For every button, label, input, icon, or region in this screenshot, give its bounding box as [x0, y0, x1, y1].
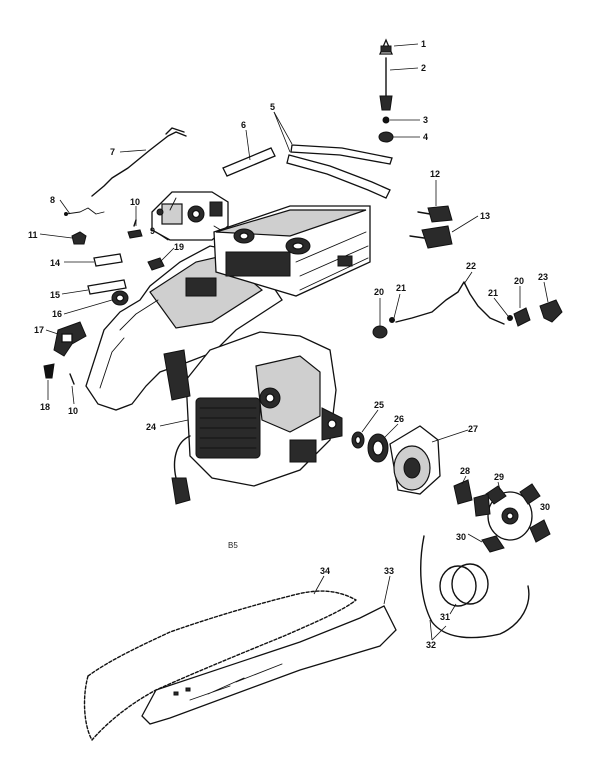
- callout-16: 16: [52, 309, 62, 319]
- callout-labels: 1 2 3 4 5 6 7 8 10 11 14 19 15 16 17 18 …: [28, 39, 550, 650]
- callout-30-left: 30: [456, 532, 466, 542]
- part-31-rings: [439, 563, 489, 607]
- part-15-tube: [87, 279, 127, 295]
- part-21-clamp-right: [507, 315, 513, 321]
- callout-31: 31: [440, 612, 450, 622]
- callout-10-upper: 10: [130, 197, 140, 207]
- callout-19: 19: [174, 242, 184, 252]
- part-10-pin: [69, 373, 75, 385]
- callout-14: 14: [50, 258, 60, 268]
- callout-34: 34: [320, 566, 330, 576]
- callout-2: 2: [421, 63, 426, 73]
- part-5-hose-long: [286, 144, 393, 199]
- air-box-housing: [213, 205, 371, 297]
- part-18-screw: [43, 363, 55, 379]
- callout-23: 23: [538, 272, 548, 282]
- carburetor: [151, 191, 229, 241]
- part-33-guide-bar: [141, 605, 397, 725]
- callout-13: 13: [480, 211, 490, 221]
- part-28-bushing: [453, 479, 473, 505]
- part-26-bearing: [367, 433, 389, 463]
- callout-3: 3: [423, 115, 428, 125]
- part-4-nut: [378, 131, 394, 143]
- callout-33: 33: [384, 566, 394, 576]
- callout-10-lower: 10: [68, 406, 78, 416]
- engine-block: [163, 331, 343, 505]
- part-32-cover: [420, 535, 530, 639]
- part-2-stud: [379, 57, 393, 111]
- part-9-screw: [127, 219, 143, 239]
- part-7-throttle-rod: [91, 127, 187, 197]
- callout-26: 26: [394, 414, 404, 424]
- part-16-grommet: [111, 290, 129, 306]
- callout-6: 6: [241, 120, 246, 130]
- part-12-valve: [417, 205, 453, 223]
- callout-15: 15: [50, 290, 60, 300]
- leader-lines: [39, 43, 549, 641]
- part-22-oil-line: [395, 281, 505, 325]
- callout-4: 4: [423, 132, 428, 142]
- part-23-elbow: [539, 299, 563, 323]
- callout-29: 29: [494, 472, 504, 482]
- callout-30-right: 30: [540, 502, 550, 512]
- part-8-link: [64, 207, 105, 216]
- callout-25: 25: [374, 400, 384, 410]
- part-6-tube: [222, 147, 276, 177]
- callout-21-left: 21: [396, 283, 406, 293]
- part-20-fitting-right: [513, 307, 531, 327]
- callout-7: 7: [110, 147, 115, 157]
- part-14-tube: [93, 253, 123, 267]
- callout-11: 11: [28, 230, 38, 240]
- part-1-cap: [379, 38, 393, 55]
- part-3-washer: [382, 116, 390, 124]
- part-34-chain: [83, 590, 357, 741]
- callout-12: 12: [430, 169, 440, 179]
- callout-5: 5: [270, 102, 275, 112]
- callout-9: 9: [150, 226, 155, 236]
- callout-27: 27: [468, 424, 478, 434]
- part-21-clamp-left: [389, 317, 395, 323]
- part-30-spring: [481, 535, 505, 553]
- callout-8: 8: [50, 195, 55, 205]
- callout-28: 28: [460, 466, 470, 476]
- part-20-fitting-left: [372, 325, 388, 339]
- callout-24: 24: [146, 422, 156, 432]
- part-13-valve: [409, 225, 453, 249]
- callout-18: 18: [40, 402, 50, 412]
- callout-22: 22: [466, 261, 476, 271]
- part-27-clutch-drum: [389, 425, 441, 495]
- callout-1: 1: [421, 39, 426, 49]
- part-25-washer: [351, 431, 365, 449]
- callout-20-left: 20: [374, 287, 384, 297]
- callout-32: 32: [426, 640, 436, 650]
- callout-17: 17: [34, 325, 44, 335]
- part-11-nut: [71, 231, 87, 245]
- part-17-bracket: [53, 321, 87, 357]
- section-code: B5: [228, 541, 238, 550]
- part-29-clutch-shoe: [473, 483, 551, 543]
- part-19-fitting: [147, 257, 165, 271]
- callout-20-right: 20: [514, 276, 524, 286]
- callout-21-right: 21: [488, 288, 498, 298]
